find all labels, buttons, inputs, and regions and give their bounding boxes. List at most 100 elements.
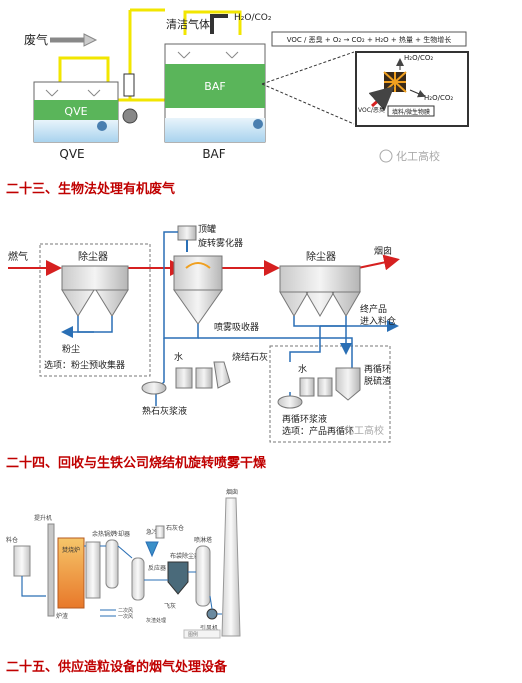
waste-gas-label: 废气 [24,32,48,47]
qve-tank: QVE [33,81,119,143]
final-product-label-1: 终产品 [360,303,387,315]
process-pipes [84,545,222,617]
fan-icon [206,608,218,620]
pump-icon [122,108,138,124]
recirc-tank-2 [317,377,333,397]
biofilm-inset: H₂O/CO₂ H₂O/CO₂ VOC/恶臭 填料/微生物膜 [355,51,469,127]
left-silo [13,545,31,577]
fan-label: 引风机 [200,624,218,632]
top-tank [177,225,197,241]
ash-handling-label: 灰渣处理 [146,617,166,624]
clean-gas-label: 清洁气体 [166,17,210,31]
inset-right-label: H₂O/CO₂ [424,94,453,102]
quench [145,541,159,558]
caption-25: 二十五、供应造粒设备的烟气处理设备 [6,660,228,675]
sintered-lime-label: 烧结石灰 [232,351,268,363]
final-product-label-2: 进入料仓 [360,315,396,327]
air-2-label: 一次风 [118,613,133,620]
inset-bottom-label: 填料/微生物膜 [392,108,430,116]
flue-gas-arrow-4 [357,254,400,271]
watermark-icon [379,149,393,163]
dust-collector-2-label: 除尘器 [306,250,336,263]
recirc-tank-1 [299,377,315,397]
fly-ash-label: 飞灰 [164,602,176,610]
recirc-desulf-label-2: 脱硫渣 [364,375,391,387]
flow-meter [123,73,135,97]
legend-box [183,629,221,639]
dust-collector-2 [279,265,361,317]
chimney-stack [221,497,241,637]
clean-gas-formula: H₂O/CO₂ [234,13,272,23]
furnace [57,537,85,609]
option-dust-box [39,243,151,377]
inset-top-label: H₂O/CO₂ [404,54,433,62]
recirc-slurry-label: 再循环浆液 [282,413,327,425]
option-product-label: 选项：产品再循环 [282,425,354,437]
inset-left-label: VOC/恶臭 [358,106,385,114]
section-spray-drying: 燃气 除尘器 粉尘 选项：粉尘预收集器 顶罐 旋转雾化器 喷雾吸收器 除尘器 烟… [0,212,522,474]
flue-gas-label: 燃气 [8,250,28,263]
feed-line [21,576,46,597]
caption-23: 二十三、生物法处理有机废气 [6,182,176,197]
spray-drying-diagram: 燃气 除尘器 粉尘 选项：粉尘预收集器 顶罐 旋转雾化器 喷雾吸收器 除尘器 烟… [8,223,400,443]
dust-collector-1-label: 除尘器 [78,250,108,263]
spray-tower-label: 喷淋塔 [194,536,212,544]
pellet-flue-gas-diagram: 烟囱 料仓 提升机 焚烧炉 炉渣 余热锅炉 冷却器 急冷塔 反应器 布袋除尘器 … [6,488,241,639]
elevator [47,523,55,617]
section-pellet-flue-gas: 烟囱 料仓 提升机 焚烧炉 炉渣 余热锅炉 冷却器 急冷塔 反应器 布袋除尘器 … [0,486,522,683]
silo-label: 料仓 [6,536,18,544]
water-1-label: 水 [174,351,183,363]
option-dust-label: 选项：粉尘预收集器 [44,359,125,371]
baf-box-label: BAF [204,80,225,93]
blue-process-lines [155,231,353,408]
water-2-label: 水 [298,363,307,375]
top-tank-label: 顶罐 [198,223,216,235]
qve-box-label: QVE [64,105,87,118]
recirc-desulf-label-1: 再循环 [364,363,391,375]
dust-label: 粉尘 [62,343,80,355]
zoom-lines [261,51,355,125]
bag-filter [167,561,189,595]
lime-silo-3 [155,525,165,539]
lime-silo [213,361,231,389]
option-product-box [269,345,391,443]
lime-silo-label: 石灰仓 [166,524,184,532]
clean-gas-stack [210,14,228,34]
elevator-label: 提升机 [34,514,52,522]
dust-line [77,316,113,333]
desulf-silo [335,367,361,401]
chimney-label-3: 烟囱 [226,488,238,496]
watermark-1: 化工高校 [396,149,440,163]
section-bio-treatment: 废气 QVE QVE 清洁气体 H₂O/CO₂ BAF BAF VOC / 恶 [0,0,522,200]
reactor-label: 反应器 [148,564,166,572]
legend-label: 图例 [188,631,198,638]
baf-label: BAF [202,147,225,161]
baf-valve-icon [253,119,263,129]
spray-tower [195,545,211,607]
waste-boiler [85,541,101,599]
waste-boiler-label: 余热锅炉 [92,530,116,538]
qve-label: QVE [59,147,84,161]
spray-absorber [173,255,223,325]
lime-slurry-label: 熟石灰浆液 [142,405,187,417]
valve-icon [97,121,107,131]
slaker-tank-2 [195,367,213,389]
spray-absorber-label: 喷雾吸收器 [214,321,259,333]
formula-text: VOC / 恶臭 + O₂ → CO₂ + H₂O + 热量 + 生物增长 [287,35,452,44]
air-1-label: 二次风 [118,607,133,614]
slaker-tank-1 [175,367,193,389]
furnace-bottom-label: 炉渣 [56,612,68,620]
lime-slurry-tank [141,381,167,395]
cooler [105,539,119,589]
furnace-label: 焚烧炉 [62,546,80,554]
recirc-slurry-tank [277,395,303,409]
dust-collector-1 [61,265,129,317]
waste-gas-arrowhead [83,33,98,47]
chimney-label: 烟囱 [374,245,392,257]
bio-treatment-diagram: 废气 QVE QVE 清洁气体 H₂O/CO₂ BAF BAF VOC / 恶 [24,8,469,163]
baf-tank: BAF [164,43,266,143]
formula-box [271,31,467,47]
rotary-atomizer-label: 旋转雾化器 [198,237,243,249]
watermark-2: 化工高校 [344,424,384,437]
product-collect-line [293,316,347,327]
